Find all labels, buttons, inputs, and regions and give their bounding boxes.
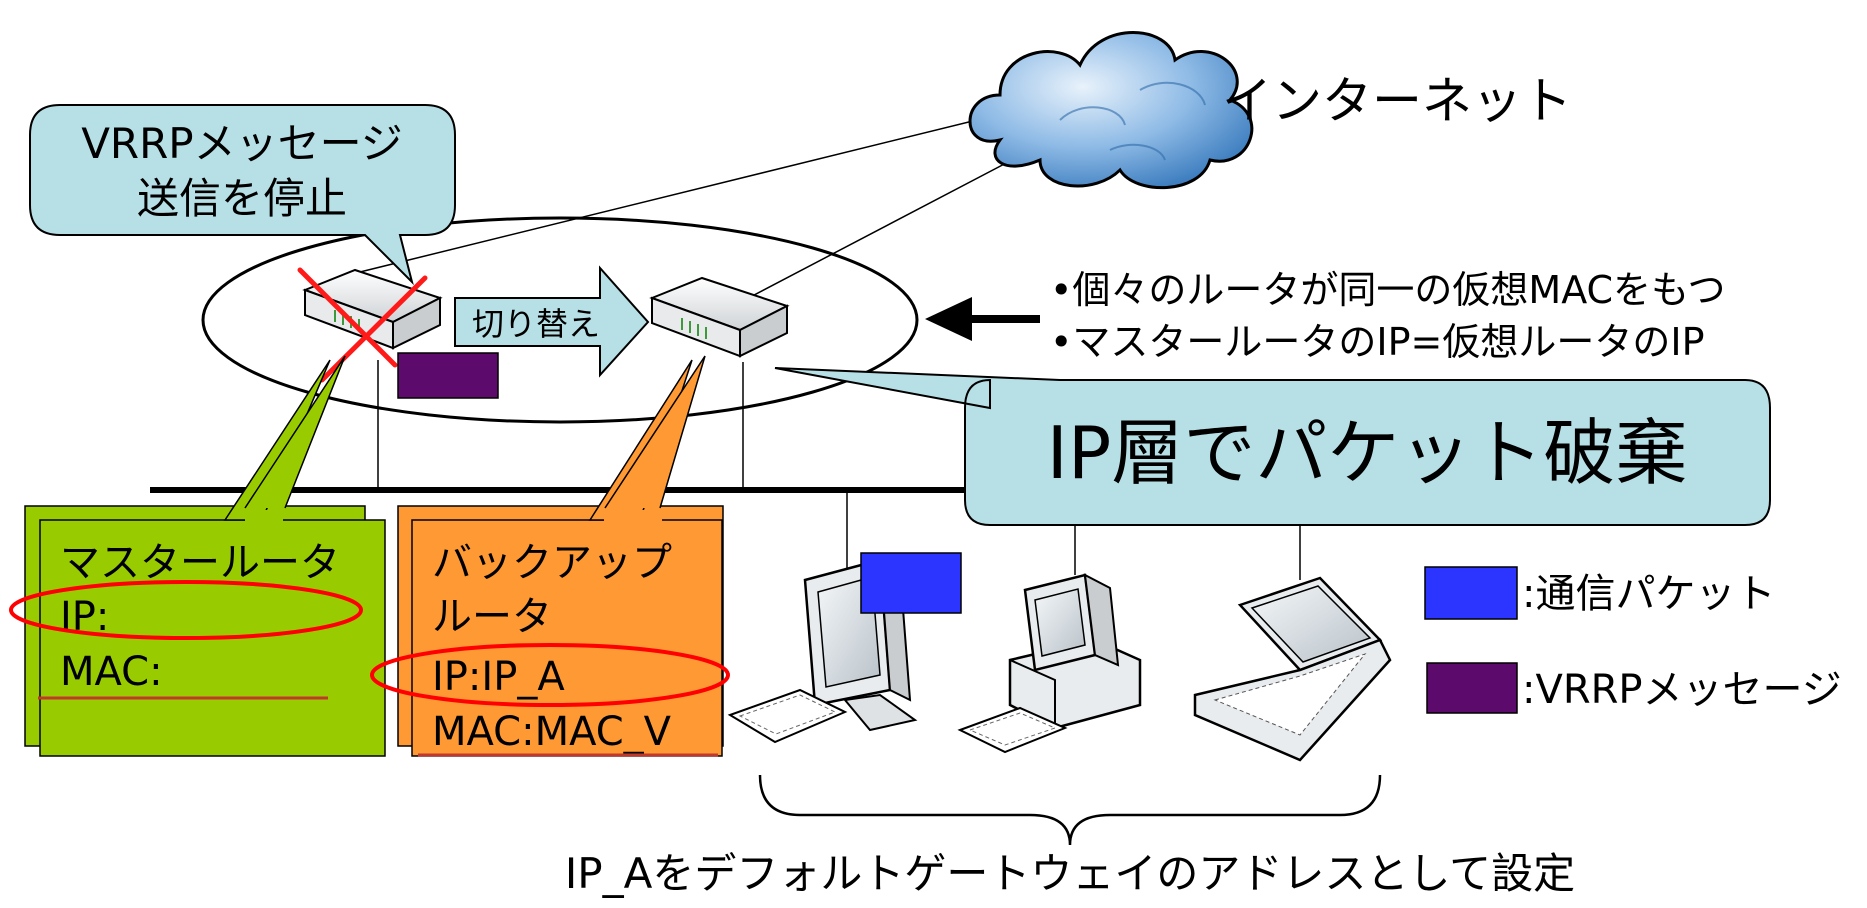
callout-stop-line1: VRRPメッセージ: [81, 119, 403, 168]
laptop-icon: [1193, 576, 1392, 762]
hosts-brace: [758, 774, 1382, 846]
link-backup-internet: [734, 159, 1013, 306]
backup-router-card: バックアップ ルータ IP:IP_A MAC:MAC_V: [370, 355, 730, 757]
desktop-tower-icon: [957, 573, 1142, 754]
vrrp-message-packet: [397, 352, 499, 399]
backup-card-ip: IP:IP_A: [432, 654, 565, 700]
legend-label-data: :通信パケット: [1522, 571, 1775, 617]
legend-swatch-vrrp: [1426, 662, 1518, 714]
failure-cross-icon: [297, 267, 428, 383]
legend-label-vrrp: :VRRPメッセージ: [1522, 667, 1842, 713]
callout-stop-line2: 送信を停止: [137, 174, 347, 223]
backup-card-mac: MAC:MAC_V: [432, 709, 672, 755]
master-ip-highlight: [9, 580, 363, 640]
brace-caption: IP_Aをデフォルトゲートウェイのアドレスとして設定: [565, 849, 1575, 898]
callout-packet-discard: IP層でパケット破棄: [774, 367, 1771, 526]
switchover-label: 切り替え: [472, 305, 600, 343]
master-router-card: マスタールータ IP: MAC:: [9, 355, 386, 757]
link-master-internet: [359, 117, 986, 273]
callout-stop-vrrp: VRRPメッセージ 送信を停止: [29, 104, 456, 286]
internet-cloud-icon: [968, 31, 1254, 190]
switchover-arrow: 切り替え: [454, 265, 650, 378]
data-packet: [860, 552, 962, 614]
note-line-1: •個々のルータが同一の仮想MACをもつ: [1050, 268, 1726, 312]
backup-card-title-1: バックアップ: [432, 540, 672, 586]
internet-label: インターネット: [1222, 72, 1572, 130]
legend-swatch-data: [1424, 566, 1518, 620]
backup-ip-highlight: [370, 643, 730, 707]
notes-arrow: [925, 297, 1040, 341]
backup-router-icon: [649, 276, 790, 358]
desktop-pc-icon: [727, 552, 962, 744]
master-card-title: マスタールータ: [60, 540, 340, 586]
legend: :通信パケット :VRRPメッセージ: [1424, 566, 1842, 714]
discard-callout-text: IP層でパケット破棄: [1047, 411, 1688, 495]
master-card-mac: MAC:: [60, 649, 163, 695]
backup-card-title-2: ルータ: [432, 594, 552, 640]
virtual-router-group-ellipse: [201, 216, 919, 424]
note-line-2: •マスタールータのIP=仮想ルータのIP: [1050, 320, 1705, 364]
